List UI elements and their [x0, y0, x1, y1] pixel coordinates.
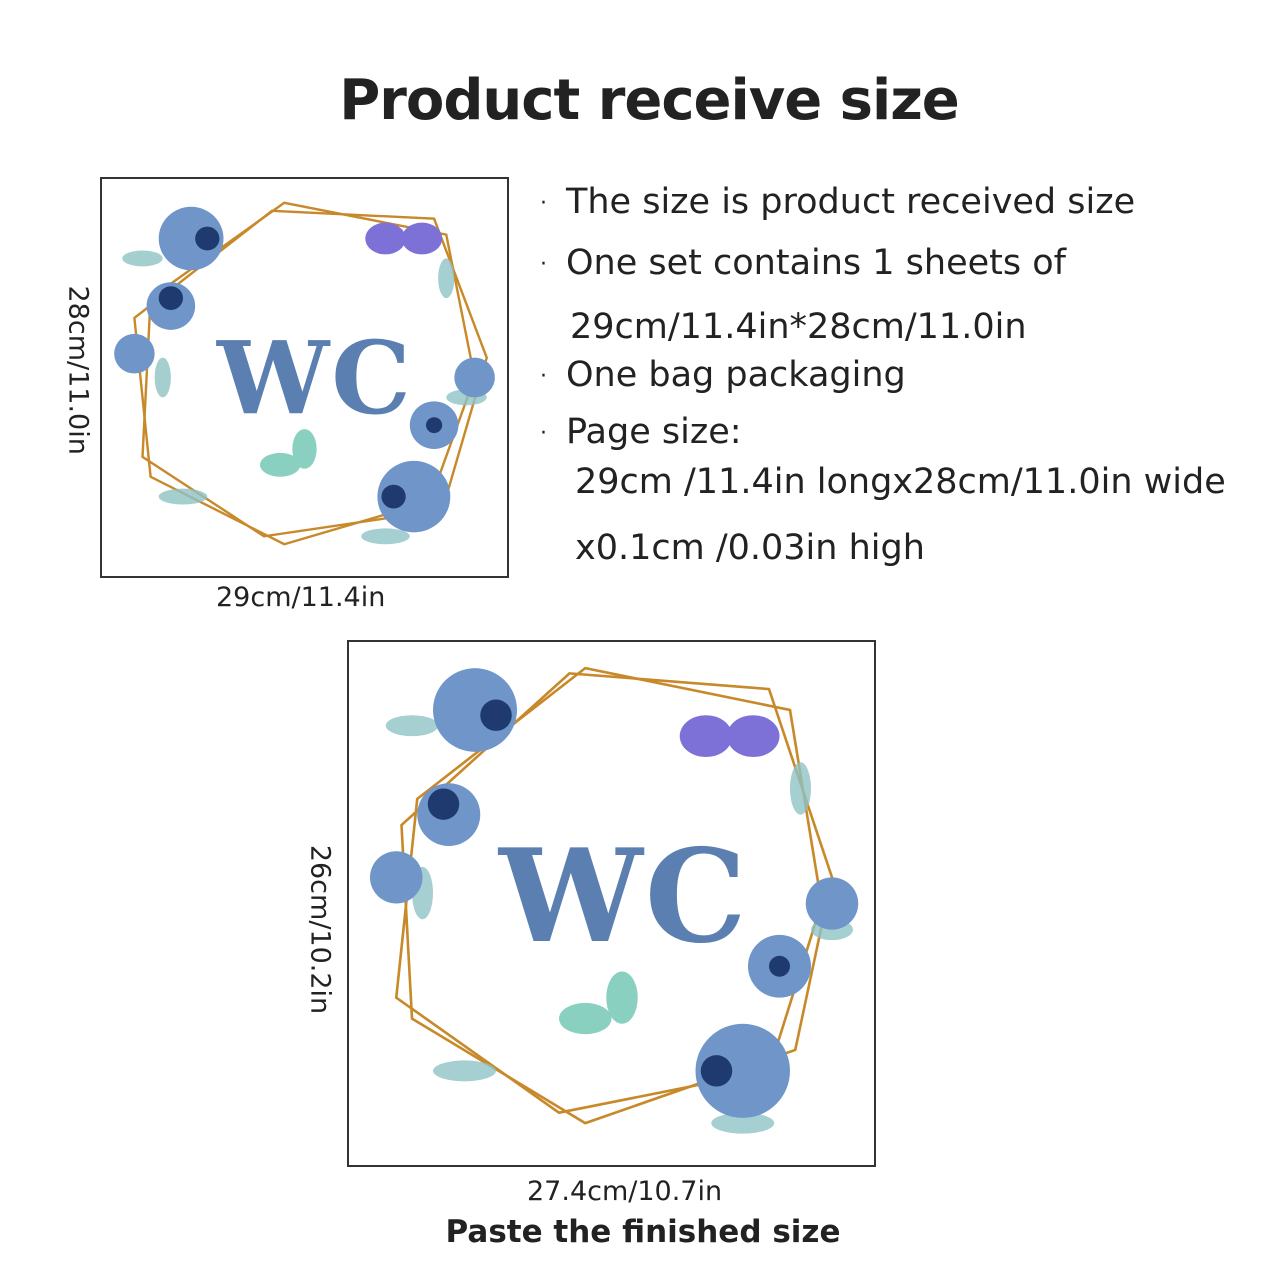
received-width-label: 29cm/11.4in — [216, 582, 386, 613]
info-item: 29cm /11.4in longx28cm/11.0in wide — [575, 462, 1226, 502]
wc-sign-text: WC — [217, 319, 413, 437]
finished-size-caption: Paste the finished size — [445, 1214, 841, 1250]
info-item: ·One set contains 1 sheets of — [540, 243, 1066, 283]
info-item: 29cm/11.4in*28cm/11.0in — [570, 307, 1027, 347]
info-item: ·Page size: — [540, 412, 742, 452]
finished-size-preview: WC — [347, 640, 876, 1167]
info-item: ·The size is product received size — [540, 182, 1136, 222]
info-item: x0.1cm /0.03in high — [575, 528, 925, 568]
wc-sign-text: WC — [499, 822, 749, 972]
info-item: ·One bag packaging — [540, 355, 906, 395]
finished-height-label: 26cm/10.2in — [304, 844, 336, 1015]
received-height-label: 28cm/11.0in — [62, 285, 94, 455]
floral-wreath-illustration — [370, 666, 859, 1134]
finished-width-label: 27.4cm/10.7in — [527, 1176, 723, 1207]
page-title: Product receive size — [339, 68, 960, 133]
floral-wreath-illustration — [114, 201, 495, 546]
product-received-preview: WC — [100, 177, 509, 578]
